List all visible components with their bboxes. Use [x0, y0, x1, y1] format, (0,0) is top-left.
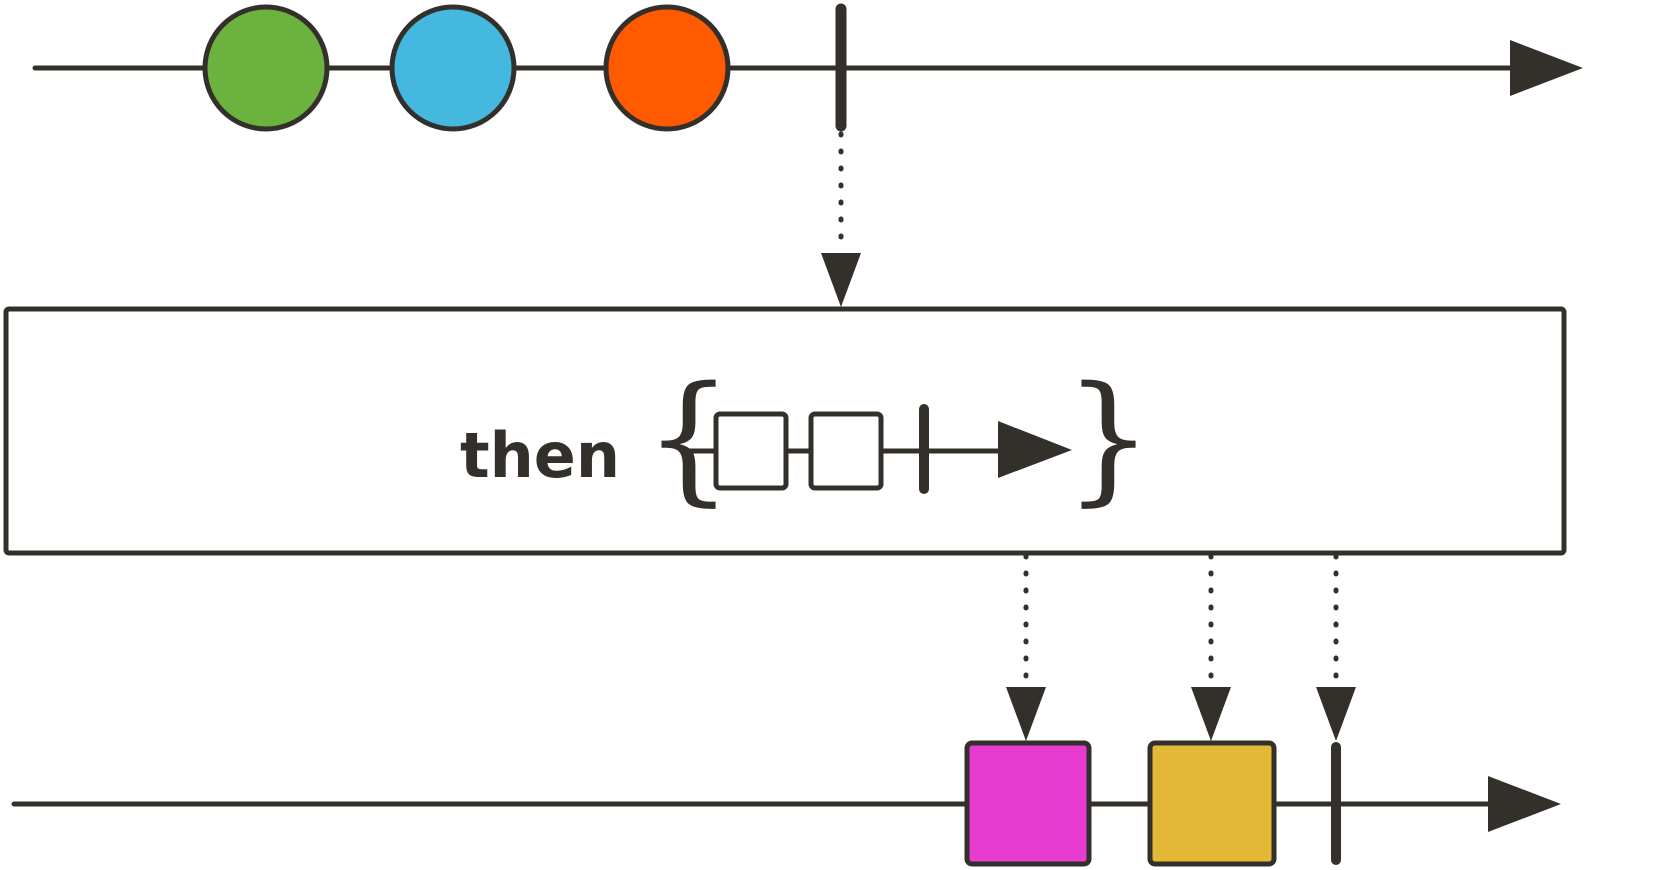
output-timeline-arrowhead: [1488, 776, 1561, 832]
input-event-circle-orange: [603, 4, 731, 132]
inner-event-square: [808, 411, 884, 491]
output-event-square-magenta: [964, 740, 1092, 867]
connector-arrowhead: [1316, 687, 1356, 741]
connector-arrowhead: [1006, 687, 1046, 741]
connector-arrowhead: [821, 253, 861, 307]
operator-brace-close: }: [1064, 357, 1153, 520]
output-event-square-yellow: [1147, 740, 1277, 867]
input-timeline: [32, 3, 1583, 132]
operator-box: then { }: [3, 306, 1567, 556]
operator-label: then: [460, 419, 620, 492]
input-event-circle-blue: [389, 4, 517, 132]
inner-timeline: [687, 404, 1072, 494]
operator-to-output-connectors: [1006, 553, 1356, 741]
input-event-circle-green: [202, 4, 330, 132]
input-timeline-arrowhead: [1510, 40, 1583, 96]
inner-timeline-arrowhead: [998, 421, 1072, 478]
inner-event-square: [713, 411, 789, 491]
input-to-operator-connector: [821, 131, 861, 307]
connector-arrowhead: [1191, 687, 1231, 741]
output-timeline: [11, 740, 1561, 867]
